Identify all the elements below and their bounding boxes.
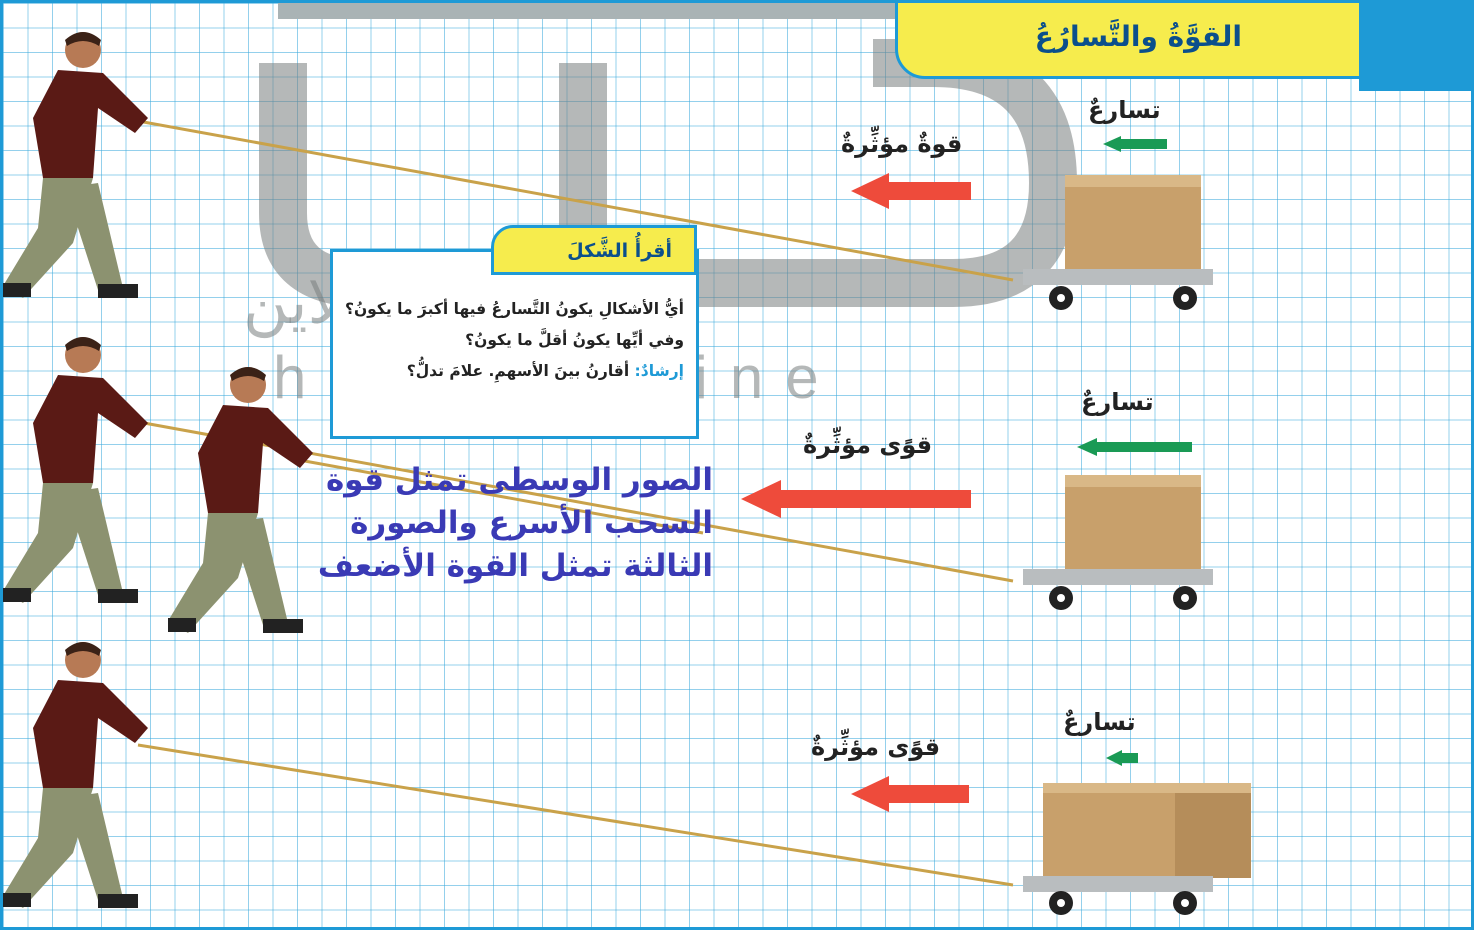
rope-1 (137, 119, 1014, 282)
rope-3 (137, 743, 1014, 887)
read-figure-question: أيُّ الأشكالِ يكونُ التَّسارعُ فيها أكبر… (344, 300, 684, 349)
side-strip (1359, 3, 1471, 91)
rope-2b (287, 456, 704, 535)
person-row3 (3, 642, 148, 908)
lesson-title: القوَّةُ والتَّسارُعُ (1034, 20, 1242, 53)
force-arrow-row2 (741, 480, 971, 518)
person-row1 (3, 32, 148, 298)
person-row2-right (168, 367, 313, 633)
hint-label: إرشادٌ: (634, 362, 684, 380)
hint-text: أقارنُ بينَ الأسهمِ. علامَ تدلُّ؟ (406, 362, 630, 380)
read-figure-text: أيُّ الأشكالِ يكونُ التَّسارعُ فيها أكبر… (344, 294, 684, 387)
force-label-row2: قوًى مؤثِّرةٌ (803, 431, 933, 459)
force-label-row1: قوةٌ مؤثِّرةٌ (841, 130, 963, 158)
person-row2-left (3, 337, 148, 603)
acceleration-label-row3: تسارعٌ (1063, 708, 1136, 736)
cart-row1 (1023, 175, 1213, 310)
cart-row3 (1023, 783, 1251, 915)
force-arrow-row3 (851, 776, 969, 812)
acceleration-label-row1: تسارعٌ (1088, 96, 1161, 124)
acceleration-arrow-row1 (1103, 136, 1167, 152)
top-bar (278, 3, 898, 19)
force-label-row3: قوًى مؤثِّرةٌ (811, 733, 941, 761)
read-figure-box: أيُّ الأشكالِ يكونُ التَّسارعُ فيها أكبر… (330, 249, 699, 439)
acceleration-label-row2: تسارعٌ (1081, 388, 1154, 416)
read-figure-hint: إرشادٌ: أقارنُ بينَ الأسهمِ. علامَ تدلُّ… (344, 356, 684, 387)
cart-row2 (1023, 475, 1213, 610)
force-arrow-row1 (851, 173, 971, 209)
read-figure-heading: أقرأُ الشَّكلَ (567, 240, 672, 262)
read-figure-tab: أقرأُ الشَّكلَ (491, 225, 697, 275)
acceleration-arrow-row3 (1106, 750, 1138, 766)
acceleration-arrow-row2 (1077, 438, 1192, 456)
answer-text: الصور الوسطى تمثل قوة السحب الأسرع والصو… (317, 462, 713, 584)
